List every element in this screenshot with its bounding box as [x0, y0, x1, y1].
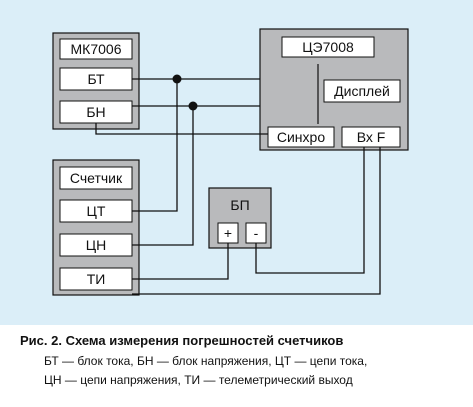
- counter-title: Счетчик: [70, 170, 123, 186]
- ce7008-title-cell: [281, 36, 375, 58]
- wiring-diagram: МК7006 БТ БН ЦЭ7008 Дисплей Синхро Вх F …: [52, 28, 409, 296]
- caption-legend-line: БТ — блок тока, БН — блок напряжения, ЦТ…: [44, 354, 368, 368]
- ct-label: ЦТ: [87, 203, 106, 219]
- cn-label: ЦН: [86, 237, 106, 253]
- figure-caption: Рис. 2. Схема измерения погрешностей сче…: [20, 333, 470, 392]
- ce7008-title: ЦЭ7008: [302, 39, 354, 55]
- wire-bt-ct: [132, 79, 178, 212]
- wire-ti-input: [132, 147, 381, 295]
- wire-minus-input: [255, 147, 365, 274]
- sync-cell: [267, 126, 335, 148]
- display-cell: [323, 79, 401, 103]
- wire-bn-sync: [95, 123, 268, 135]
- junction-bn: [188, 101, 198, 111]
- caption-title: Рис. 2. Схема измерения погрешностей сче…: [20, 333, 344, 348]
- bn-label: БН: [86, 104, 105, 120]
- mk7006-title-cell: [59, 38, 133, 60]
- plus-label: +: [224, 225, 232, 241]
- mk7006-title: МК7006: [71, 41, 122, 57]
- ti-label: ТИ: [87, 271, 106, 287]
- display-label: Дисплей: [334, 83, 390, 99]
- bt-label: БТ: [87, 71, 105, 87]
- wire-ti-plus: [132, 243, 229, 280]
- junction-bt: [172, 74, 182, 84]
- sync-label: Синхро: [277, 129, 325, 145]
- diagram-canvas: МК7006 БТ БН ЦЭ7008 Дисплей Синхро Вх F …: [0, 0, 473, 325]
- wire-bn-cn: [132, 106, 194, 246]
- power-title: БП: [230, 197, 249, 213]
- input-f-label: Вх F: [357, 129, 386, 145]
- counter-title-cell: [59, 166, 133, 190]
- minus-label: -: [254, 225, 259, 241]
- caption-legend-line: ЦН — цепи напряжения, ТИ — телеметрическ…: [44, 373, 353, 387]
- input-f-cell: [341, 126, 401, 148]
